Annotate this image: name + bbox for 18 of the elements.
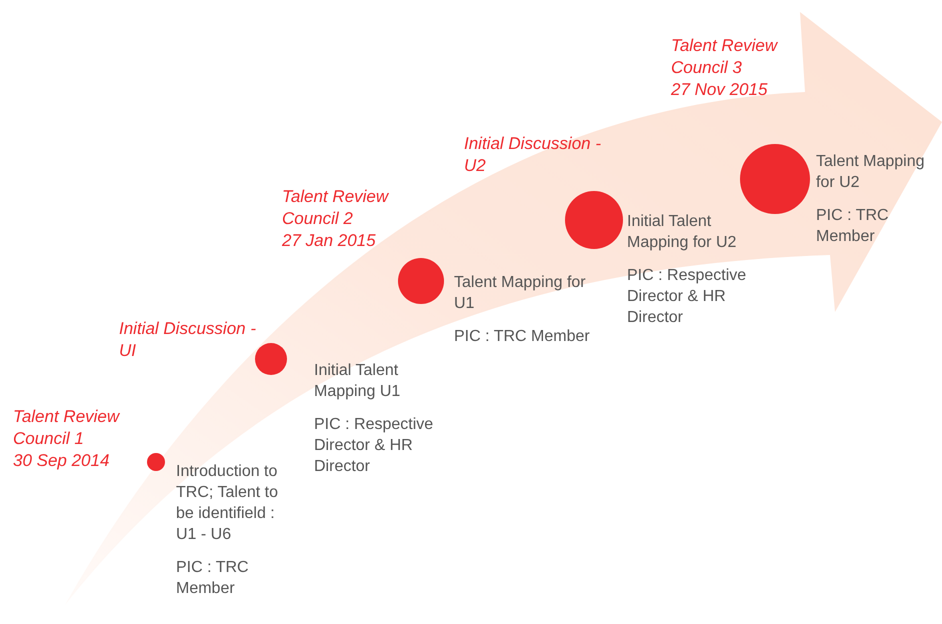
- milestone-description: PIC : TRC Member: [816, 206, 890, 247]
- milestone-title: 27 Jan 2015: [282, 230, 377, 252]
- milestone-description: PIC : Respective Director & HR Director: [314, 415, 434, 477]
- milestone-description: PIC : Respective Director & HR Director: [627, 266, 748, 328]
- milestone-title: Talent Review Council 2: [282, 186, 390, 230]
- milestone-description: Initial Talent Mapping U1: [314, 361, 402, 402]
- milestone-description: PIC : TRC Member: [454, 327, 591, 347]
- milestone-description: Initial Talent Mapping for U2: [627, 212, 738, 253]
- milestone-title: 27 Nov 2015: [671, 79, 768, 101]
- milestone-description: Talent Mapping for U2: [816, 152, 926, 193]
- milestone-title: Talent Review Council 1: [13, 406, 121, 450]
- milestone-description: Introduction to TRC; Talent to be identifield : U1 - U6: [176, 462, 279, 545]
- milestone-title: Initial Discussion - U2: [464, 133, 602, 177]
- milestone-title: 30 Sep 2014: [13, 450, 110, 472]
- milestone-title: Initial Discussion -UI: [119, 318, 257, 362]
- milestone-description: Talent Mapping for U1: [454, 273, 587, 314]
- milestone-title: Talent Review Council 3: [671, 35, 779, 79]
- milestone-description: PIC : TRC Member: [176, 558, 250, 599]
